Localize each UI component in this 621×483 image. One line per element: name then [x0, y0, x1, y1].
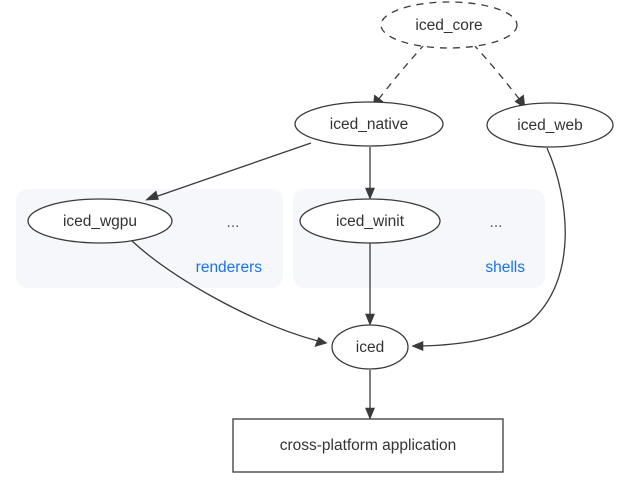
node-iced-web[interactable]: iced_web — [486, 102, 614, 148]
edge-iced-winit-to-iced-arrow — [365, 313, 375, 326]
edge-iced-native-to-iced-wgpu — [145, 142, 312, 201]
edge-iced-wgpu-to-iced-arrow — [314, 337, 328, 347]
edge-iced-wgpu-to-iced — [131, 240, 328, 347]
node-iced-native[interactable]: iced_native — [294, 101, 444, 147]
node-iced-core-label: iced_core — [415, 17, 482, 34]
edge-iced-wgpu-to-iced-line — [131, 240, 319, 342]
edge-iced-web-to-iced — [411, 147, 566, 351]
edge-iced-core-to-iced-web-line — [472, 43, 521, 101]
edge-iced-native-to-iced-wgpu-arrow — [145, 190, 159, 201]
cluster-shells-ellipsis: ... — [490, 214, 503, 231]
edge-iced-native-to-iced-wgpu-line — [154, 142, 312, 198]
node-iced-label: iced — [356, 339, 384, 356]
node-cross-platform-application[interactable]: cross-platform application — [232, 418, 504, 473]
node-cross-platform-application-label: cross-platform application — [280, 437, 457, 454]
node-iced-wgpu[interactable]: iced_wgpu — [27, 198, 173, 244]
edge-iced-to-application-arrow — [365, 407, 375, 420]
edge-iced-core-to-iced-native-line — [377, 43, 426, 101]
node-iced-ellipse[interactable] — [331, 324, 409, 370]
node-iced-core[interactable]: iced_core — [380, 1, 518, 49]
edge-iced-native-to-iced-winit — [365, 147, 375, 200]
node-iced-wgpu-label: iced_wgpu — [63, 213, 137, 230]
node-iced-web-label: iced_web — [517, 117, 583, 134]
cluster-renderers-ellipsis: ... — [227, 214, 240, 231]
edge-iced-core-to-iced-native — [372, 43, 426, 109]
edge-iced-native-to-iced-winit-arrow — [365, 187, 375, 200]
node-iced[interactable]: iced — [331, 324, 409, 370]
node-iced-core-ellipse[interactable] — [380, 1, 518, 49]
cluster-shells-label: shells — [485, 259, 525, 276]
cluster-renderers-label: renderers — [196, 259, 263, 276]
node-iced-winit-label: iced_winit — [336, 213, 405, 230]
node-iced-web-ellipse[interactable] — [486, 102, 614, 148]
edge-iced-to-application — [365, 370, 375, 420]
edge-iced-core-to-iced-web — [472, 43, 526, 109]
node-iced-wgpu-ellipse[interactable] — [27, 198, 173, 244]
edge-iced-web-to-iced-arrow — [411, 341, 424, 351]
node-cross-platform-application-rect[interactable] — [232, 418, 504, 473]
node-iced-winit-ellipse[interactable] — [299, 198, 441, 244]
edge-iced-winit-to-iced — [365, 243, 375, 326]
edge-iced-web-to-iced-line — [420, 147, 566, 347]
node-iced-native-label: iced_native — [330, 116, 408, 133]
node-iced-native-ellipse[interactable] — [294, 101, 444, 147]
node-iced-winit[interactable]: iced_winit — [299, 198, 441, 244]
